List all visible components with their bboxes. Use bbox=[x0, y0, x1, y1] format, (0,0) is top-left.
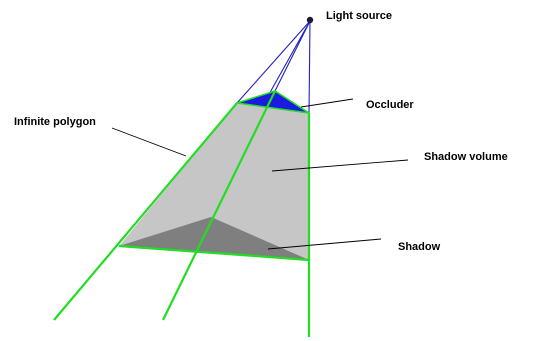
ray-top bbox=[274, 20, 311, 92]
label-light-source: Light source bbox=[326, 10, 392, 22]
ray-back bbox=[262, 20, 311, 106]
leader-occluder bbox=[300, 98, 354, 108]
label-infinite-polygon: Infinite polygon bbox=[14, 116, 96, 128]
edge-shadow-base bbox=[118, 244, 310, 262]
label-shadow-volume: Shadow volume bbox=[424, 151, 508, 163]
ray-left bbox=[236, 20, 311, 104]
leader-shadow-volume bbox=[271, 159, 409, 172]
label-shadow: Shadow bbox=[398, 241, 441, 253]
edge-left bbox=[53, 102, 238, 321]
light-source-point bbox=[306, 16, 314, 24]
shadow-volume-face bbox=[119, 103, 309, 260]
leader-lines bbox=[111, 98, 409, 250]
leader-infinite-polygon bbox=[111, 127, 187, 157]
edge-middle bbox=[162, 90, 276, 321]
leader-shadow bbox=[267, 238, 382, 250]
shadow-volume-edges bbox=[53, 90, 311, 337]
occluder-triangle bbox=[236, 90, 310, 114]
label-occluder: Occluder bbox=[366, 99, 414, 111]
ray-right bbox=[308, 20, 311, 114]
light-rays bbox=[236, 20, 311, 114]
